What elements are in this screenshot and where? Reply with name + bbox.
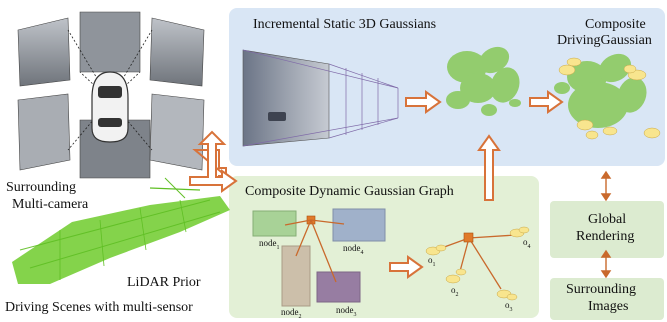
node-4-box	[332, 208, 386, 242]
object-center-node	[463, 232, 474, 243]
arrow-blob-to-composite	[529, 90, 564, 114]
multi-camera-label-line1: Surrounding	[6, 180, 76, 195]
camera-view-front-left	[17, 17, 71, 87]
static-gaussians-panel	[229, 8, 665, 166]
surrounding-images-box	[550, 278, 664, 320]
global-rendering-line1: Global	[588, 212, 627, 227]
lidar-point-cloud	[12, 177, 230, 284]
surrounding-images-line2: Images	[588, 299, 629, 314]
multi-camera-views	[17, 11, 205, 179]
object-gaussian-graph	[425, 226, 530, 301]
arrow-graph-to-static	[477, 134, 501, 201]
ego-car-icon	[91, 71, 129, 143]
node-3-box	[316, 271, 361, 303]
composite-title-line2: DrivingGaussian	[557, 33, 652, 48]
node-label-1: node1	[259, 238, 280, 251]
object-label-4: o4	[523, 237, 531, 250]
node-label-4: node4	[343, 243, 364, 256]
global-rendering-box	[550, 201, 664, 258]
arrow-nodes-to-objects	[389, 255, 424, 279]
left-caption: Driving Scenes with multi-sensor	[5, 300, 193, 315]
lidar-prior-label: LiDAR Prior	[127, 275, 201, 290]
flow-arrows	[189, 90, 564, 279]
node-label-2: node2	[281, 307, 302, 320]
arrow-frustum-to-blob	[405, 90, 442, 114]
static-gaussian-blobs	[446, 46, 521, 116]
multi-camera-label-line2: Multi-camera	[12, 197, 89, 212]
arrow-left-to-panels	[189, 130, 238, 193]
camera-view-back-left	[17, 93, 71, 171]
camera-view-back-right	[149, 93, 205, 171]
object-label-2: o2	[451, 285, 459, 298]
node-label-3: node3	[336, 305, 357, 318]
street-scene-view	[242, 49, 399, 147]
surrounding-images-line1: Surrounding	[566, 282, 636, 297]
composite-gaussian-blobs	[554, 53, 661, 140]
camera-view-front-right	[149, 17, 205, 87]
camera-view-front	[79, 11, 141, 73]
dynamic-panel-title: Composite Dynamic Gaussian Graph	[245, 184, 454, 199]
bidirectional-arrows	[600, 170, 612, 279]
dynamic-graph-nodes	[252, 208, 386, 307]
global-rendering-line2: Rendering	[576, 229, 635, 244]
static-panel-title: Incremental Static 3D Gaussians	[253, 17, 437, 32]
node-1-box	[252, 210, 297, 237]
object-label-3: o3	[505, 300, 513, 313]
composite-title-line1: Composite	[585, 17, 646, 32]
object-label-1: o1	[428, 255, 436, 268]
